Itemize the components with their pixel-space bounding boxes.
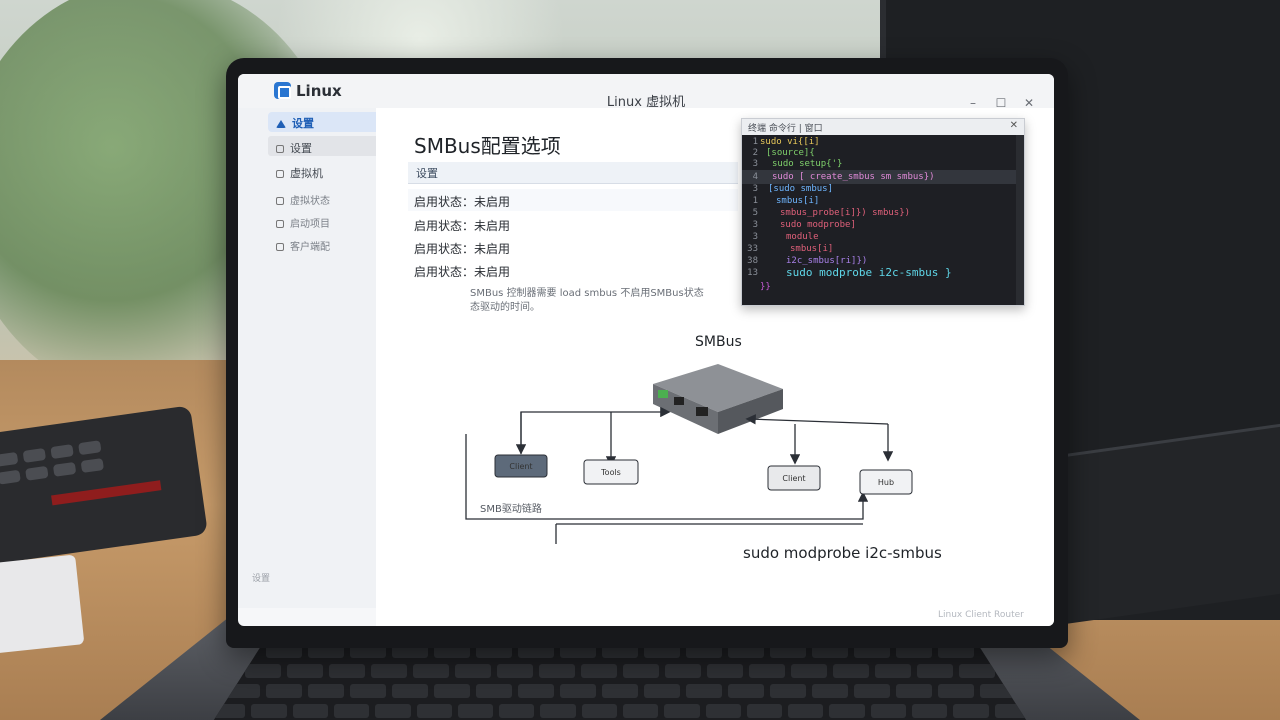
sidebar-item-settings[interactable]: 设置 (276, 115, 314, 131)
page-title: SMBus配置选项 (414, 134, 561, 158)
terminal-body[interactable]: 1 sudo vi{[i] 2 [source]{ 3 sudo setup{'… (742, 135, 1024, 305)
square-icon (276, 243, 284, 251)
diagram-caption: SMB驱动链路 (480, 504, 542, 515)
square-icon (276, 145, 284, 153)
line-number: 4 (752, 172, 758, 182)
sidebar-item-startup[interactable]: 启动项目 (276, 215, 330, 230)
smbus-diagram: Client Tools Client Hub (465, 364, 913, 544)
background-monitor-base (1050, 423, 1280, 627)
minimize-button[interactable]: – (970, 96, 976, 110)
terminal-line: sudo modprobe] (780, 220, 856, 230)
line-number: 2 (752, 148, 758, 158)
close-button[interactable]: ✕ (1023, 96, 1035, 110)
setting-row[interactable]: 启用状态：未启用 (414, 193, 510, 210)
diagram-title: SMBus (695, 334, 742, 350)
sidebar-sub-highlight (268, 136, 388, 156)
setting-label: 启用状态： (414, 219, 475, 233)
title-bar: Linux Linux 虚拟机 – ☐ ✕ (238, 74, 1054, 110)
diagram-node-hub (859, 469, 913, 495)
diagram-node-label: Hub (878, 478, 894, 487)
terminal-line: sudo [ create_smbus sm smbus}) (772, 172, 935, 182)
app-window: Linux Linux 虚拟机 – ☐ ✕ 设置 ⌄ 设置 虚拟机 虚拟状态 启… (238, 74, 1054, 626)
diagram-command: sudo modprobe i2c-smbus (743, 544, 942, 562)
watermark: Linux Client Router (938, 610, 1024, 620)
app-logo-icon (274, 82, 291, 99)
line-number: 5 (752, 208, 758, 218)
line-number: 13 (747, 268, 758, 278)
sidebar-item-client[interactable]: 客户端配 (276, 238, 330, 253)
terminal-line: [sudo smbus] (768, 184, 834, 194)
description-text: SMBus 控制器需要 load smbus 不启用SMBus状态 (470, 288, 704, 299)
diagram-connectors (465, 406, 894, 544)
sidebar-item-vm[interactable]: 虚拟机 (276, 165, 323, 181)
diagram-node-label: Tools (600, 468, 621, 477)
diagram-node-label: Client (782, 474, 805, 483)
line-number: 33 (747, 244, 758, 254)
square-icon (276, 170, 284, 178)
line-number: 3 (752, 220, 758, 230)
setting-label: 启用状态： (414, 195, 475, 209)
setting-label: 启用状态： (414, 242, 475, 256)
sidebar-active-highlight (268, 112, 390, 132)
setting-value: 未启用 (474, 242, 511, 256)
diagram-node-client (494, 454, 548, 478)
terminal-title: 终端 命令行 | 窗口 (748, 124, 823, 134)
terminal-line: [source]{ (766, 148, 815, 158)
sidebar-footer: 设置 (252, 574, 271, 584)
setting-row[interactable]: 启用状态：未启用 (414, 217, 510, 234)
setting-value: 未启用 (474, 265, 511, 279)
terminal-line: sudo setup{'} (772, 159, 843, 169)
line-number: 38 (747, 256, 758, 266)
terminal-titlebar: 终端 命令行 | 窗口 ✕ (742, 119, 1024, 135)
setting-label: 启用状态： (414, 265, 475, 279)
description-text: 态驱动的时间。 (470, 302, 540, 313)
app-name: Linux (296, 82, 342, 100)
terminal-line: }} (760, 282, 771, 292)
smbus-device-icon (653, 364, 783, 434)
terminal-line: smbus[i] (790, 244, 834, 254)
terminal-line: i2c_smbus[ri]}) (786, 256, 868, 266)
line-number: 3 (752, 184, 758, 194)
terminal-close-icon[interactable]: ✕ (1009, 120, 1018, 131)
tab-settings[interactable]: 设置 (416, 167, 438, 180)
maximize-button[interactable]: ☐ (995, 96, 1007, 110)
square-icon (276, 220, 284, 228)
setting-row[interactable]: 启用状态：未启用 (414, 240, 510, 257)
terminal-line: smbus_probe[i]}) smbus}) (780, 208, 911, 218)
terminal-line: smbus[i] (776, 196, 820, 206)
line-number: 1 (752, 137, 758, 147)
home-icon (276, 120, 286, 128)
diagram-node-tools (583, 459, 639, 485)
window-title: Linux 虚拟机 (606, 95, 686, 110)
diagram-node-client-right (767, 465, 821, 491)
sidebar-item-settings-sub[interactable]: 设置 (276, 140, 312, 156)
setting-row[interactable]: 启用状态：未启用 (414, 263, 510, 280)
terminal-window[interactable]: 终端 命令行 | 窗口 ✕ 1 sudo vi{[i] 2 [source]{ … (741, 118, 1025, 306)
terminal-line: sudo vi{[i] (760, 137, 820, 147)
square-icon (276, 197, 284, 205)
terminal-line: module (786, 232, 819, 242)
setting-value: 未启用 (474, 195, 511, 209)
terminal-line-highlight (742, 170, 1016, 184)
line-number: 3 (752, 159, 758, 169)
line-number: 3 (752, 232, 758, 242)
diagram-node-label: Client (509, 462, 532, 471)
background-box (0, 554, 85, 656)
sidebar (238, 108, 376, 608)
laptop-keyboard (210, 636, 1030, 720)
line-number: 1 (752, 196, 758, 206)
setting-value: 未启用 (474, 219, 511, 233)
sidebar-item-vm-status[interactable]: 虚拟状态 (276, 192, 330, 207)
tab-bar (408, 162, 738, 184)
row-background (408, 189, 738, 211)
terminal-line: sudo modprobe i2c-smbus } (786, 266, 952, 279)
terminal-scrollbar[interactable] (1016, 135, 1024, 305)
